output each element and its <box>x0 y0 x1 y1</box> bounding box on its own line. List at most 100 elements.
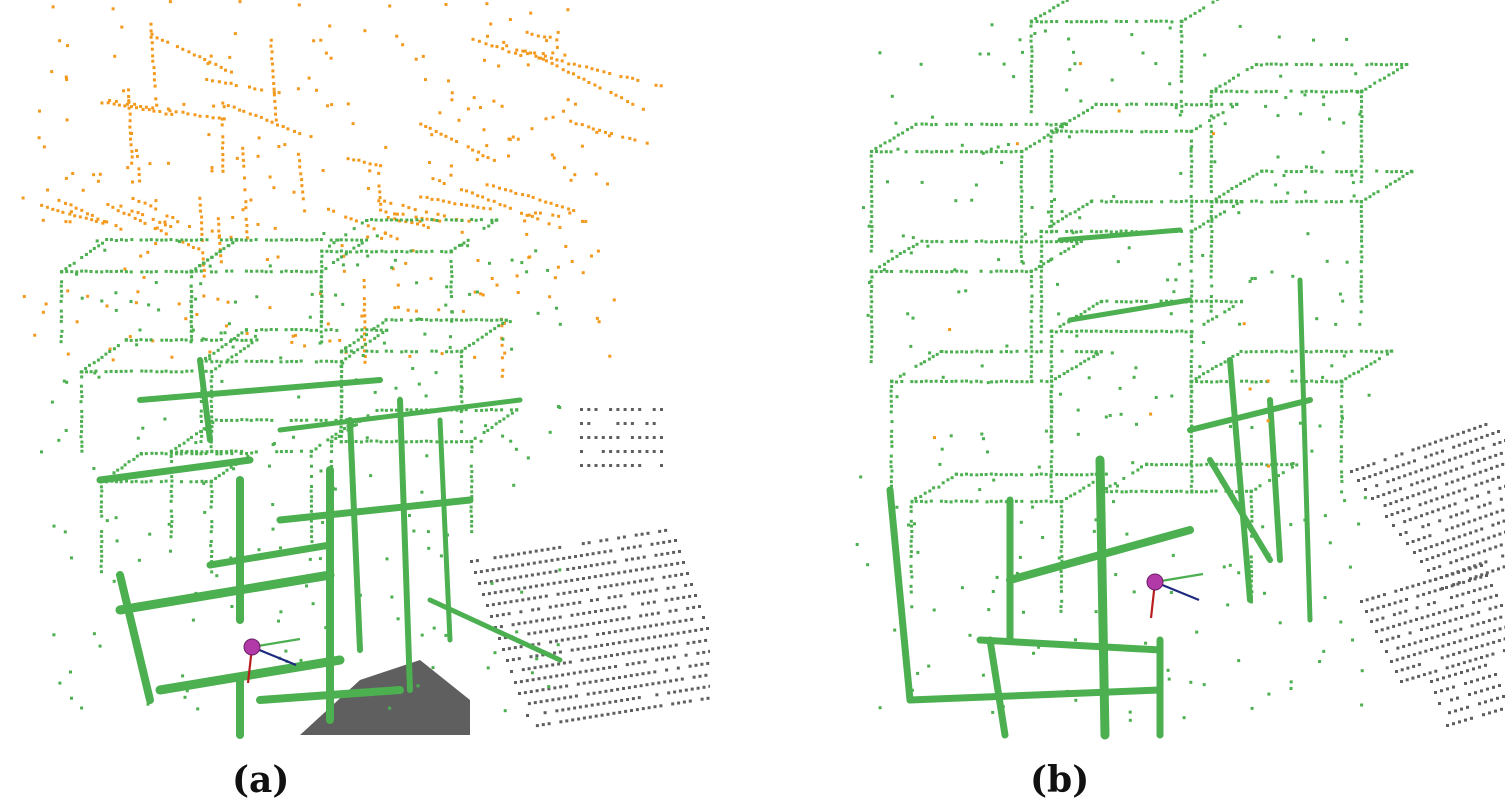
structure-edge <box>914 499 1063 504</box>
error-points-line <box>471 37 523 57</box>
structure-beam <box>986 636 1009 739</box>
structure-edge <box>909 499 914 609</box>
structure-edge <box>1049 379 1054 504</box>
structure-beam <box>427 597 563 663</box>
structure-edge <box>190 269 324 274</box>
structure-beam <box>277 397 523 433</box>
structure-edge <box>1210 63 1258 94</box>
structure-beam <box>155 655 345 695</box>
ground-scan-line <box>482 561 685 596</box>
error-points-line <box>40 203 105 225</box>
structure-edge <box>214 338 259 371</box>
ground-scan-line <box>1406 508 1505 545</box>
structure-edge <box>1029 269 1034 383</box>
error-points-line <box>346 157 383 168</box>
ground-scan-line <box>498 605 701 640</box>
structure-edge <box>469 408 519 443</box>
ground-scan-line <box>1399 497 1503 536</box>
structure-edge <box>235 238 363 242</box>
structure-beam <box>976 636 1164 654</box>
error-points-line <box>419 195 492 211</box>
error-points-line <box>205 78 281 95</box>
structure-edge <box>890 350 943 383</box>
structure-edge <box>1339 379 1344 494</box>
error-points-line <box>533 51 663 88</box>
structure-edge <box>245 328 388 332</box>
error-points-line <box>150 32 233 74</box>
structure-edge <box>99 485 104 574</box>
structure-edge <box>1339 349 1394 383</box>
ground-scan-line <box>478 550 681 585</box>
ground-scan-line <box>1446 707 1503 727</box>
structure-edge <box>910 472 958 504</box>
structure-edge <box>209 479 214 574</box>
ground-scan-line <box>1438 684 1501 705</box>
structure-beam <box>1207 457 1273 563</box>
structure-edge <box>1179 20 1184 113</box>
structure-beam <box>1297 277 1313 623</box>
structure-edge <box>189 269 194 338</box>
structure-edge <box>1260 169 1414 174</box>
structure-edge <box>319 254 324 324</box>
structure-edge <box>875 149 1024 154</box>
ground-scan-line <box>1365 574 1488 613</box>
ground-scan-line <box>1385 615 1503 653</box>
structure-edge <box>870 239 924 274</box>
structure-edge <box>1090 199 1243 204</box>
structure-edge <box>1094 102 1239 107</box>
error-points-line <box>269 38 278 122</box>
structure-edge <box>365 218 498 222</box>
structure-beam <box>1267 397 1283 563</box>
ground-scan-line <box>1434 554 1505 581</box>
structure-edge <box>870 122 918 153</box>
structure-beam <box>437 417 453 643</box>
structure-edge <box>889 379 894 504</box>
structure-edge <box>914 122 1068 127</box>
structure-edge <box>1189 200 1244 233</box>
ground-scan-line <box>506 627 709 662</box>
structure-edge <box>79 370 84 453</box>
structure-edge <box>1059 499 1064 613</box>
ground-scan-line <box>1395 637 1505 673</box>
structure-edge <box>1255 62 1409 67</box>
ground-scan-line <box>490 583 693 618</box>
structure-beam <box>115 570 335 615</box>
structure-edge <box>1049 129 1054 234</box>
structure-edge <box>869 269 1033 274</box>
error-points-line <box>108 99 226 121</box>
ground-scan-line <box>580 464 663 467</box>
ground-scan-line <box>1400 649 1505 683</box>
structure-edge <box>1050 129 1193 134</box>
structure-edge <box>105 238 238 242</box>
ground-scan-line <box>1385 475 1500 518</box>
error-points-line <box>106 203 201 251</box>
structure-edge <box>199 359 338 364</box>
ground-scan-line <box>580 408 663 411</box>
ground-scan-line <box>1375 594 1498 633</box>
structure-edge <box>1100 463 1149 493</box>
structure-beam <box>197 357 213 443</box>
ground-scan-line <box>1427 543 1503 572</box>
structure-edge <box>1359 89 1364 184</box>
structure-edge <box>1359 200 1364 314</box>
error-points-line <box>377 171 383 212</box>
structure-edge <box>1040 200 1093 233</box>
ground-scan-line <box>580 436 663 439</box>
structure-edge <box>1029 240 1083 273</box>
structure-edge <box>1019 150 1024 263</box>
structure-edge <box>459 350 464 434</box>
structure-points-scatter <box>40 232 562 713</box>
structure-edge <box>1054 350 1103 381</box>
error-points-line <box>221 101 313 139</box>
structure-beam <box>886 486 914 704</box>
error-points-line <box>499 317 505 378</box>
structure-beam <box>116 571 154 704</box>
error-points-line <box>485 183 576 212</box>
ground-scan-line <box>1364 439 1505 491</box>
error-points-line <box>525 30 559 42</box>
ground-scan-line <box>1392 484 1505 527</box>
structure-edge <box>940 349 1103 354</box>
structure-points-scatter <box>855 23 1371 722</box>
structure-edge <box>309 449 314 544</box>
structure-beam <box>1187 397 1313 433</box>
